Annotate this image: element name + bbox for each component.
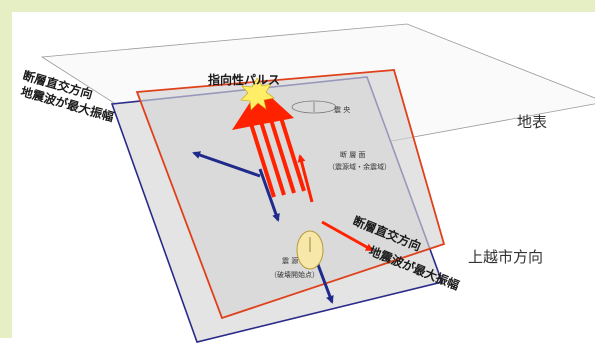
wave-arrow-upper-left <box>192 151 261 178</box>
rupture-arrows <box>232 87 314 203</box>
epicenter-ellipse-icon <box>291 100 337 114</box>
wave-arrow-down <box>258 168 280 222</box>
fault-zone-label-2: （震源域・余震域） <box>328 162 391 171</box>
ground-surface-label: 地表 <box>517 113 547 131</box>
hypocenter-label-1: 震 源 <box>282 256 298 265</box>
directivity-pulse-label: 指向性パルス <box>208 72 280 87</box>
fault-diagram: 指向性パルス 断層直交方向 地震波が最大振幅 地表 震 央 断 層 面 （震源域… <box>19 23 595 343</box>
rupture-arrow-joetsu <box>321 220 374 252</box>
fault-zone-label-1: 断 層 面 <box>340 150 365 159</box>
wave-arrow-hypocenter-down <box>315 261 334 304</box>
epicenter-label: 震 央 <box>334 105 350 114</box>
starburst-icon <box>240 77 275 111</box>
fault-plane-inner <box>135 69 446 320</box>
joetsu-direction-label: 上越市方向 <box>468 248 543 266</box>
hypocenter-label-2: （破壊開始点） <box>270 270 319 279</box>
